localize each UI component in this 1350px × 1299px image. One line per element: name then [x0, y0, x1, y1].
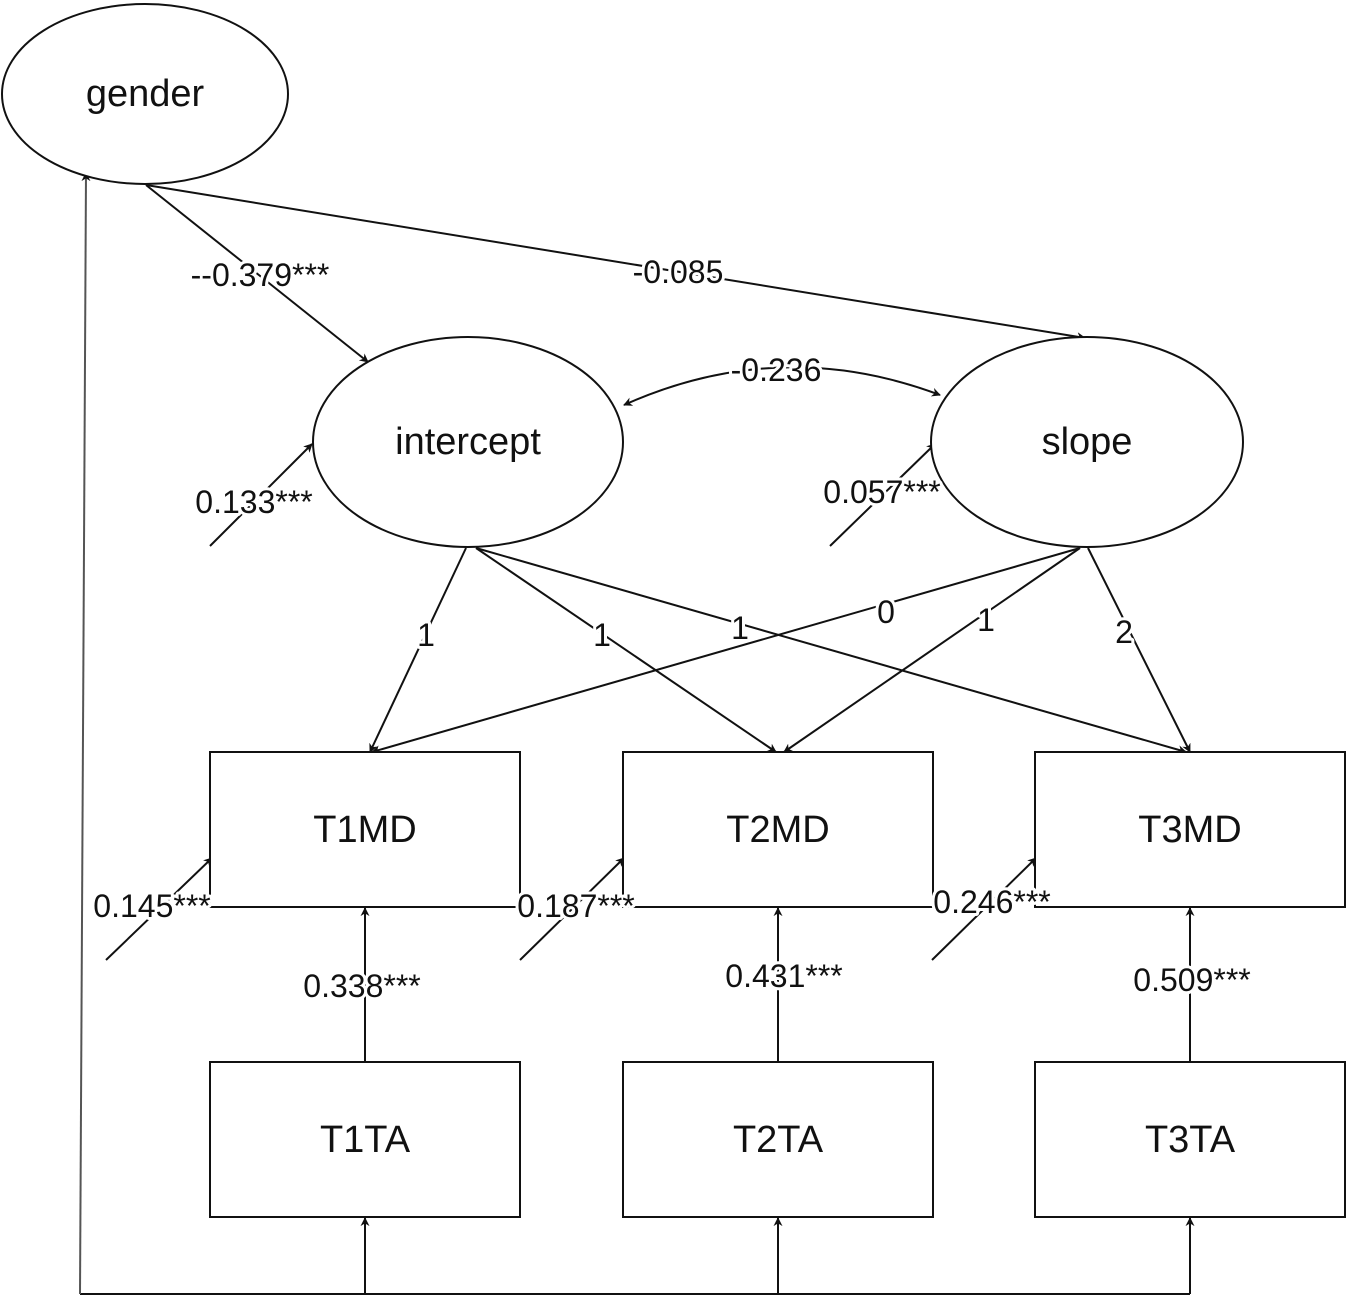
path-intercept-t3md	[475, 547, 1187, 755]
node-t3md-label: T3MD	[1138, 809, 1241, 851]
label-t3md-residual: 0.246***	[933, 884, 1050, 920]
label-intercept-t1md: 1	[417, 617, 435, 653]
path-slope-t3md	[1087, 547, 1191, 753]
label-t2ta-t2md: 0.431***	[725, 958, 842, 994]
node-t1md: T1MD	[209, 751, 521, 908]
label-gender-intercept: --0.379***	[191, 257, 330, 293]
label-intercept-residual: 0.133***	[195, 484, 312, 520]
node-t2md-label: T2MD	[726, 809, 829, 851]
label-slope-residual: 0.057***	[823, 474, 940, 510]
path-gender-feedback	[79, 172, 91, 1295]
label-t3ta-t3md: 0.509***	[1133, 962, 1250, 998]
path-gender-slope	[145, 184, 1086, 342]
label-intercept-t3md: 1	[731, 610, 749, 646]
node-gender-label: gender	[86, 73, 205, 115]
node-t1ta-label: T1TA	[320, 1119, 411, 1161]
node-t3md: T3MD	[1034, 751, 1346, 908]
path-slope-t2md	[783, 547, 1081, 753]
residual-arrow-intercept	[209, 443, 313, 547]
residual-arrow-t3md	[931, 857, 1037, 961]
residual-arrow-t2md	[519, 857, 625, 961]
node-t2ta: T2TA	[622, 1061, 934, 1218]
node-t3ta: T3TA	[1034, 1061, 1346, 1218]
node-intercept-label: intercept	[395, 421, 541, 463]
label-slope-t1md: 0	[877, 594, 895, 630]
node-slope-label: slope	[1042, 421, 1133, 463]
node-gender: gender	[1, 3, 289, 185]
path-intercept-t1md	[369, 547, 467, 753]
node-t2md: T2MD	[622, 751, 934, 908]
label-intercept-slope: -0.236	[731, 352, 822, 388]
label-gender-slope: -0.085	[633, 254, 724, 290]
path-intercept-t2md	[475, 547, 777, 753]
residual-arrow-t1md	[105, 857, 213, 961]
label-t1md-residual: 0.145***	[93, 888, 210, 924]
node-intercept: intercept	[312, 336, 624, 548]
node-t3ta-label: T3TA	[1145, 1119, 1236, 1161]
path-gender-intercept	[145, 184, 369, 363]
label-intercept-t2md: 1	[593, 617, 611, 653]
path-intercept-slope-covariance	[623, 366, 941, 406]
label-slope-t3md: 2	[1115, 614, 1133, 650]
path-slope-t1md	[371, 547, 1081, 755]
residual-arrow-slope	[829, 443, 936, 547]
node-slope: slope	[930, 336, 1244, 548]
node-t1md-label: T1MD	[313, 809, 416, 851]
label-t2md-residual: 0.187***	[517, 888, 634, 924]
label-t1ta-t1md: 0.338***	[303, 968, 420, 1004]
node-t2ta-label: T2TA	[733, 1119, 824, 1161]
node-t1ta: T1TA	[209, 1061, 521, 1218]
label-slope-t2md: 1	[977, 602, 995, 638]
